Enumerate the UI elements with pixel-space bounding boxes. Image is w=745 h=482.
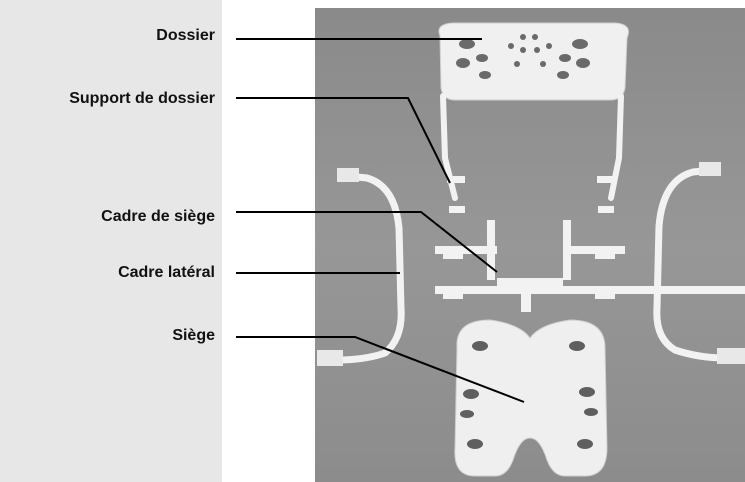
leader-backrest-support: [236, 98, 450, 183]
leader-seat: [236, 337, 524, 402]
leader-seat-frame: [236, 212, 497, 272]
